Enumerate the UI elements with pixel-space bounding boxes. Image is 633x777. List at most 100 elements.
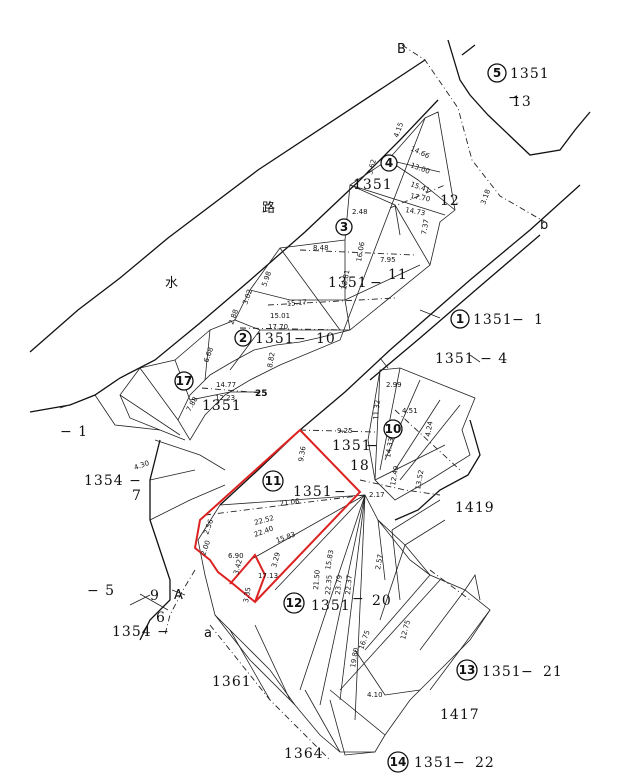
- svg-text:−: −: [366, 438, 379, 454]
- label-1354-6b: 6: [156, 610, 166, 626]
- svg-text:13: 13: [512, 94, 532, 110]
- svg-text:12: 12: [440, 193, 460, 209]
- road-char-2: 路: [262, 200, 275, 216]
- measurement: 17.13: [258, 572, 278, 580]
- measurement: 3.02: [241, 288, 254, 305]
- measurement: 13.52: [414, 469, 425, 490]
- parcel-4: 4 1351 12: [353, 154, 460, 209]
- svg-text:1351: 1351: [353, 177, 393, 193]
- measurement: 2.57: [374, 554, 385, 571]
- parcel-11: 11 1351 −: [262, 470, 346, 500]
- svg-text:18: 18: [350, 458, 370, 474]
- svg-text:22: 22: [475, 755, 495, 771]
- svg-text:1351: 1351: [328, 275, 368, 291]
- measurement: 6.90: [228, 552, 244, 560]
- measurement: 21.06: [279, 497, 300, 508]
- svg-text:2: 2: [239, 331, 247, 345]
- svg-text:1: 1: [534, 312, 544, 328]
- measurement: 13.00: [409, 161, 431, 175]
- svg-text:−: −: [370, 275, 383, 291]
- measurement: 7.88: [185, 395, 200, 413]
- svg-text:1351: 1351: [311, 598, 351, 614]
- svg-text:1351: 1351: [482, 664, 522, 680]
- measurement: 2.17: [369, 491, 385, 499]
- svg-text:10: 10: [385, 422, 402, 436]
- label-1354-7: 1354 −: [84, 473, 142, 489]
- measurement: 3.29: [270, 551, 282, 568]
- measurement: 12.23: [215, 394, 235, 402]
- measurement: 17.70: [410, 192, 431, 203]
- measurement: 14.33: [384, 437, 395, 458]
- measurement: 7.95: [380, 256, 396, 264]
- parcel-17: 17 1351: [174, 371, 242, 414]
- measurement: 14.73: [405, 206, 426, 217]
- highlighted-lot-11[interactable]: [193, 428, 362, 604]
- svg-text:3: 3: [340, 220, 348, 234]
- svg-text:4: 4: [385, 156, 393, 170]
- parcel-10: 10 1351 − 18: [332, 419, 403, 474]
- label-1351-4: 1351 − 4: [435, 351, 508, 367]
- label-1364: 1364: [284, 746, 324, 762]
- point-A: A: [174, 588, 183, 603]
- measurement: 15.83: [324, 549, 335, 570]
- label-25: 25: [255, 389, 268, 399]
- svg-text:1351: 1351: [414, 755, 454, 771]
- point-b: b: [540, 218, 548, 233]
- svg-text:14: 14: [390, 755, 407, 769]
- svg-text:5: 5: [493, 66, 501, 80]
- svg-text:1351: 1351: [202, 398, 242, 414]
- label-1361: 1361: [212, 674, 252, 690]
- point-a: a: [204, 626, 212, 641]
- measurement: 22.37: [344, 575, 354, 596]
- svg-text:1351: 1351: [255, 331, 295, 347]
- measurement: 4.24: [424, 420, 435, 437]
- label-5: − 5: [87, 583, 115, 599]
- measurement: 12.49: [389, 465, 400, 486]
- measurement: 15.17: [286, 298, 307, 308]
- measurement: 3.35: [242, 587, 253, 604]
- measurement: 4.10: [367, 691, 383, 699]
- road-boundaries: [29, 39, 591, 521]
- measurement: 4.30: [133, 459, 150, 472]
- measurement: 15.83: [275, 531, 297, 545]
- measurement: 2.00: [199, 539, 212, 556]
- measurement: 6.68: [202, 346, 215, 363]
- measurement: 23.79: [334, 575, 344, 596]
- svg-text:12: 12: [286, 596, 303, 610]
- other-parcel-labels: 1351 − 4 − 1 1354 − 7 − 5 9 1354 − 6 141…: [60, 351, 508, 762]
- measurement: 16.06: [355, 241, 366, 263]
- measurement: 2.56: [202, 518, 215, 536]
- label-9: 9: [150, 588, 160, 604]
- parcel-5: 5 1351 13 −: [487, 63, 550, 110]
- highlighted-lot-11-corner: [229, 553, 267, 603]
- svg-text:−: −: [453, 755, 466, 771]
- measurement: 4.51: [402, 407, 418, 415]
- point-labels: B b A a 水 路: [165, 42, 548, 641]
- measurement: 3.18: [479, 188, 492, 205]
- measurement: 18.81: [340, 269, 351, 290]
- measurement: 3.62: [366, 158, 378, 175]
- label-1419: 1419: [455, 500, 495, 516]
- measurement: 8.48: [313, 244, 329, 252]
- svg-text:−: −: [521, 664, 534, 680]
- measurement: 9.25: [337, 427, 353, 435]
- measurement: 21.50: [312, 570, 322, 591]
- parcel-13: 13 1351 − 21: [456, 659, 563, 681]
- measurement: 3.42: [232, 558, 244, 575]
- label-1417: 1417: [440, 707, 480, 723]
- measurement: 14.77: [216, 381, 236, 389]
- measurement: 9.36: [297, 445, 308, 462]
- svg-text:−: −: [294, 331, 307, 347]
- measurement: 14.66: [409, 145, 431, 161]
- point-B: B: [397, 42, 406, 57]
- svg-text:21: 21: [543, 664, 563, 680]
- measurement: 11.32: [372, 400, 382, 421]
- upper-lots: [94, 111, 456, 441]
- svg-text:20: 20: [372, 593, 392, 609]
- parcel-12: 12 1351 − 20: [283, 591, 392, 614]
- label-1354-7b: 7: [132, 488, 142, 504]
- measurement: 17.70: [268, 323, 288, 331]
- svg-text:1351: 1351: [510, 66, 550, 82]
- svg-text:1351: 1351: [293, 484, 333, 500]
